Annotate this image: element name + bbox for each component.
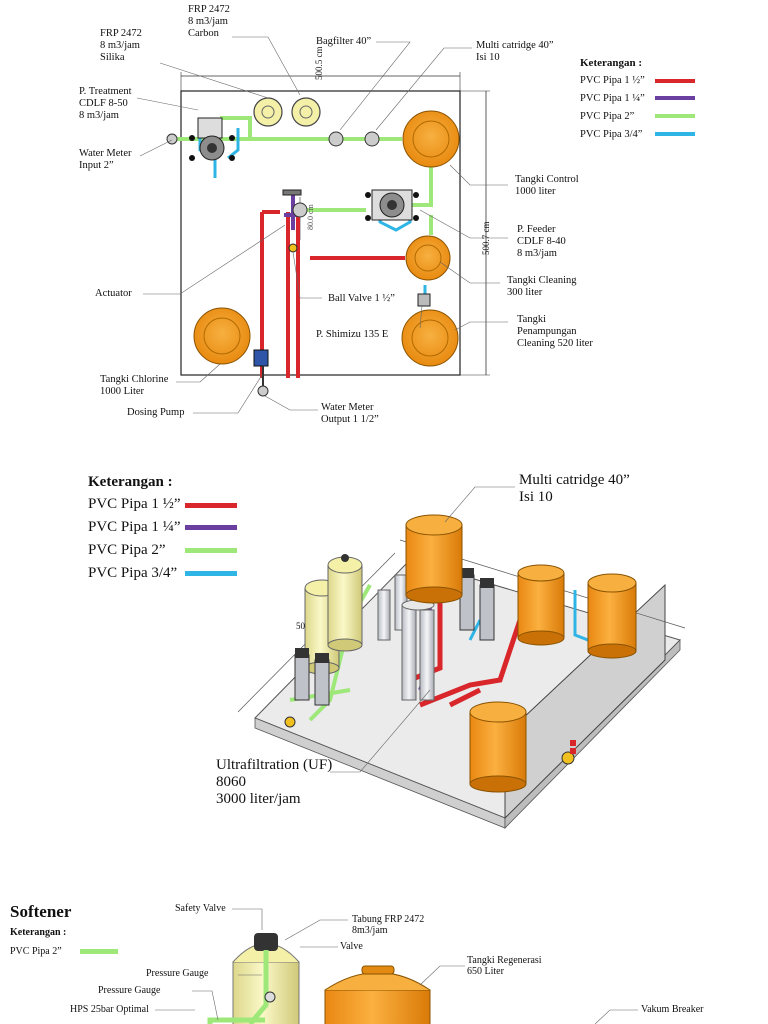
label-bagfilter: Bagfilter 40” — [316, 36, 372, 47]
iso-legend-title: Keterangan : — [88, 474, 173, 490]
iso-uf-membrane — [401, 599, 435, 701]
iso-label-uf: Ultrafiltration (UF) 8060 3000 liter/jam — [216, 757, 333, 807]
iso-legend-item-1: PVC Pipa 1 ½” — [88, 496, 181, 512]
iso-blue-pipes — [468, 590, 589, 642]
plan-frame — [180, 90, 461, 376]
iso-legend-item-2: PVC Pipa 1 ¼” — [88, 519, 181, 535]
label-p-treatment: P. Treatment CDLF 8-50 8 m3/jam — [79, 86, 132, 121]
plan-legend-item-3: PVC Pipa 2” — [580, 111, 635, 122]
plan-legend-title: Keterangan : — [580, 57, 643, 69]
iso-label-multi-cartridge: Multi catridge 40” Isi 10 — [519, 472, 630, 505]
iso-pumps — [294, 568, 495, 706]
iso-leader-lines — [330, 486, 515, 773]
softener-label-valve: Valve — [340, 941, 363, 952]
softener-view — [80, 908, 638, 1024]
iso-frp-carbon — [327, 554, 363, 652]
softener-regen-tank — [324, 965, 431, 1024]
label-frp-carbon: FRP 2472 8 m3/jam Carbon — [188, 4, 230, 39]
iso-tank-chlorine — [469, 701, 527, 793]
p-shimizu-pump — [417, 293, 431, 307]
plan-legend-swatches — [655, 79, 695, 136]
label-tangki-chlorine: Tangki Chlorine 1000 Liter — [100, 374, 169, 397]
water-meter-input — [166, 133, 178, 145]
label-multi-cartridge: Multi catridge 40” Isi 10 — [476, 40, 554, 63]
label-tangki-control: Tangki Control 1000 liter — [515, 174, 579, 197]
softener-label-safety-valve: Safety Valve — [175, 903, 226, 914]
softener-label-pressure-gauge-2: Pressure Gauge — [98, 985, 161, 996]
iso-wall-valves — [284, 716, 576, 765]
tangki-control-tank — [402, 110, 460, 168]
iso-tank-penampungan — [587, 573, 637, 659]
softener-label-hps: HPS 25bar Optimal — [70, 1004, 149, 1015]
label-dosing-pump: Dosing Pump — [127, 407, 185, 418]
softener-leader-lines — [155, 908, 638, 1024]
label-tangki-penampungan: Tangki Penampungan Cleaning 520 liter — [517, 314, 593, 349]
label-p-shimizu: P. Shimizu 135 E — [316, 329, 389, 340]
softener-legend-title: Keterangan : — [10, 927, 67, 938]
label-water-meter-output: Water Meter Output 1 1/2” — [321, 402, 379, 425]
plan-leader-lines — [136, 36, 508, 414]
softener-title: Softener — [10, 902, 72, 921]
bagfilter — [328, 131, 344, 147]
plan-view — [136, 36, 508, 414]
dosing-pump — [253, 349, 269, 367]
cartridge-filter-2 — [292, 202, 308, 218]
label-p-feeder: P. Feeder CDLF 8-40 8 m3/jam — [517, 224, 566, 259]
dim-top-text: 500.5 cm — [314, 46, 324, 81]
iso-dim-fragment: 50 — [296, 621, 305, 631]
label-tangki-cleaning: Tangki Cleaning 300 liter — [507, 275, 577, 298]
label-ball-valve: Ball Valve 1 ½” — [328, 293, 395, 304]
tangki-chlorine-tank — [193, 307, 251, 365]
p-feeder-pump — [365, 189, 419, 221]
iso-tank-cleaning — [517, 564, 565, 646]
softener-label-pressure-gauge-1: Pressure Gauge — [146, 968, 209, 979]
softener-legend-item: PVC Pipa 2” — [10, 946, 62, 957]
iso-view — [237, 486, 686, 829]
tangki-cleaning-tank — [405, 235, 451, 281]
plan-legend-item-1: PVC Pipa 1 ½” — [580, 75, 645, 86]
softener-pressure-gauge — [264, 991, 276, 1003]
softener-green-pipes — [207, 950, 269, 1024]
iso-cartridge-housings — [377, 574, 408, 641]
softener-label-tabung-frp: Tabung FRP 2472 8m3/jam — [352, 914, 425, 936]
iso-legend-swatches — [185, 503, 237, 576]
label-water-meter-input: Water Meter Input 2” — [79, 148, 132, 171]
water-meter-output — [257, 385, 269, 397]
dim-right-text: 500.7 cm — [481, 221, 491, 256]
ball-valve — [288, 243, 298, 253]
actuator-body — [282, 189, 302, 196]
softener-legend-swatch — [80, 949, 118, 954]
iso-tank-control — [405, 514, 463, 604]
plan-legend-item-4: PVC Pipa 3/4” — [580, 129, 643, 140]
p-treatment-pump — [189, 117, 235, 161]
iso-legend-item-3: PVC Pipa 2” — [88, 542, 166, 558]
frp-silika-vessel — [253, 97, 283, 127]
softener-label-vakum-breaker: Vakum Breaker — [641, 1004, 704, 1015]
frp-carbon-vessel — [291, 97, 321, 127]
iso-legend-item-4: PVC Pipa 3/4” — [88, 565, 178, 581]
label-frp-silika: FRP 2472 8 m3/jam Silika — [100, 28, 142, 63]
tangki-penampungan-tank — [401, 309, 459, 367]
dim-inner-text: 80.0 cm — [306, 204, 315, 230]
softener-label-tangki-regenerasi: Tangki Regenerasi 650 Liter — [467, 955, 542, 977]
multi-cartridge-filter — [364, 131, 380, 147]
label-actuator: Actuator — [95, 288, 132, 299]
plan-legend-item-2: PVC Pipa 1 ¼” — [580, 93, 645, 104]
